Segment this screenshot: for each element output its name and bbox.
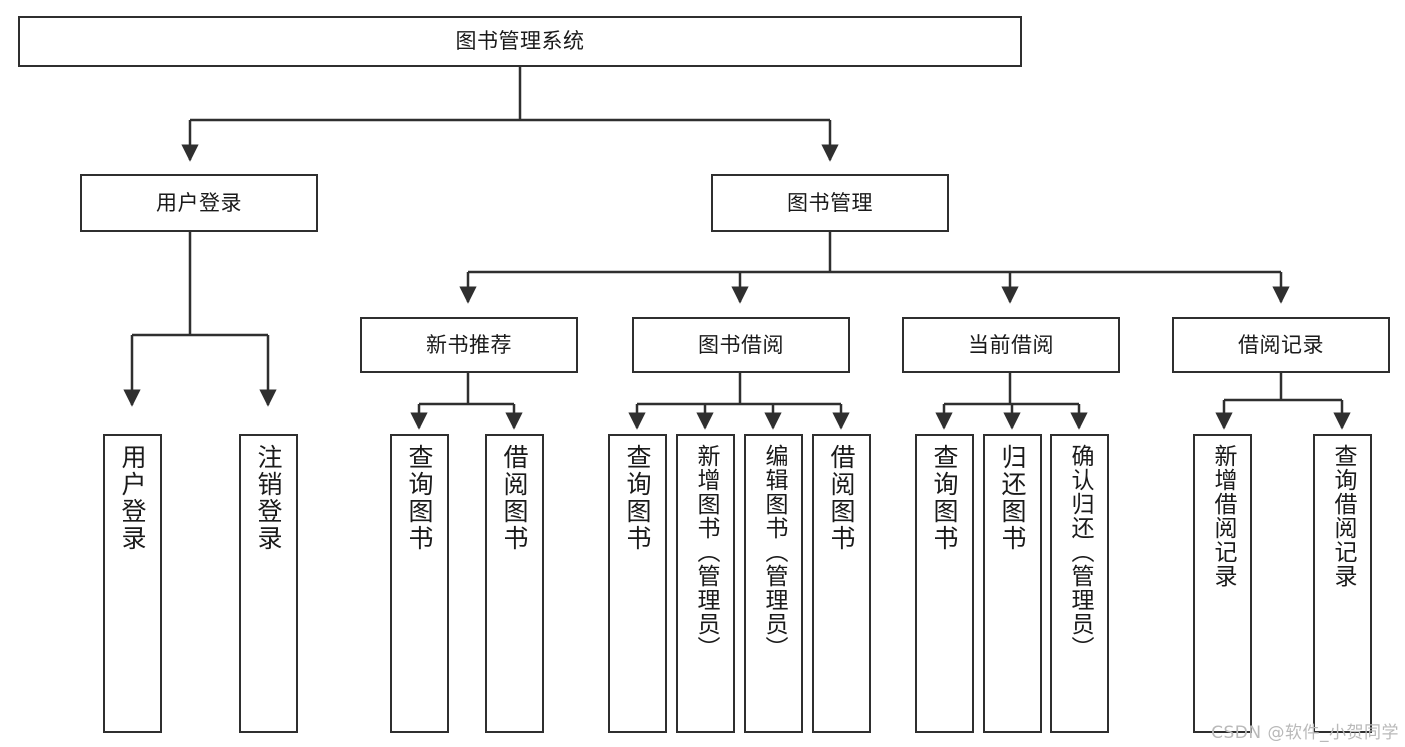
leaf-label: 确认归还（管理员） [1067, 444, 1093, 660]
leaf-label: 查询图书 [405, 444, 434, 552]
node-book-management-label: 图书管理 [787, 190, 873, 215]
node-root[interactable]: 图书管理系统 [18, 16, 1022, 67]
leaf-label: 借阅图书 [827, 444, 856, 552]
leaf-label: 归还图书 [998, 444, 1027, 552]
leaf-user-login-login[interactable]: 用户登录 [103, 434, 162, 733]
node-current-borrow[interactable]: 当前借阅 [902, 317, 1120, 373]
node-user-login[interactable]: 用户登录 [80, 174, 318, 232]
node-root-label: 图书管理系统 [455, 29, 585, 54]
leaf-book-borrow-query[interactable]: 查询图书 [608, 434, 667, 733]
node-new-book-recommend[interactable]: 新书推荐 [360, 317, 578, 373]
leaf-book-borrow-add[interactable]: 新增图书（管理员） [676, 434, 735, 733]
leaf-label: 新增图书（管理员） [693, 444, 719, 660]
node-new-book-recommend-label: 新书推荐 [426, 332, 512, 357]
node-borrow-record-label: 借阅记录 [1238, 332, 1324, 357]
node-book-borrow-label: 图书借阅 [698, 332, 784, 357]
node-book-management[interactable]: 图书管理 [711, 174, 949, 232]
leaf-new-book-borrow[interactable]: 借阅图书 [485, 434, 544, 733]
leaf-current-borrow-confirm-return[interactable]: 确认归还（管理员） [1050, 434, 1109, 733]
leaf-label: 注销登录 [254, 444, 283, 552]
watermark: CSDN @软件_小贺同学 [1211, 723, 1399, 743]
leaf-current-borrow-query[interactable]: 查询图书 [915, 434, 974, 733]
leaf-label: 编辑图书（管理员） [761, 444, 787, 660]
leaf-book-borrow-edit[interactable]: 编辑图书（管理员） [744, 434, 803, 733]
node-borrow-record[interactable]: 借阅记录 [1172, 317, 1390, 373]
leaf-borrow-record-query[interactable]: 查询借阅记录 [1313, 434, 1372, 733]
leaf-user-login-logout[interactable]: 注销登录 [239, 434, 298, 733]
node-user-login-label: 用户登录 [156, 190, 242, 215]
node-current-borrow-label: 当前借阅 [968, 332, 1054, 357]
leaf-label: 用户登录 [118, 444, 147, 552]
leaf-current-borrow-return[interactable]: 归还图书 [983, 434, 1042, 733]
leaf-label: 新增借阅记录 [1210, 444, 1236, 588]
leaf-label: 查询图书 [623, 444, 652, 552]
leaf-label: 借阅图书 [500, 444, 529, 552]
leaf-borrow-record-add[interactable]: 新增借阅记录 [1193, 434, 1252, 733]
leaf-book-borrow-borrow[interactable]: 借阅图书 [812, 434, 871, 733]
node-book-borrow[interactable]: 图书借阅 [632, 317, 850, 373]
leaf-new-book-query[interactable]: 查询图书 [390, 434, 449, 733]
leaf-label: 查询图书 [930, 444, 959, 552]
leaf-label: 查询借阅记录 [1330, 444, 1356, 588]
